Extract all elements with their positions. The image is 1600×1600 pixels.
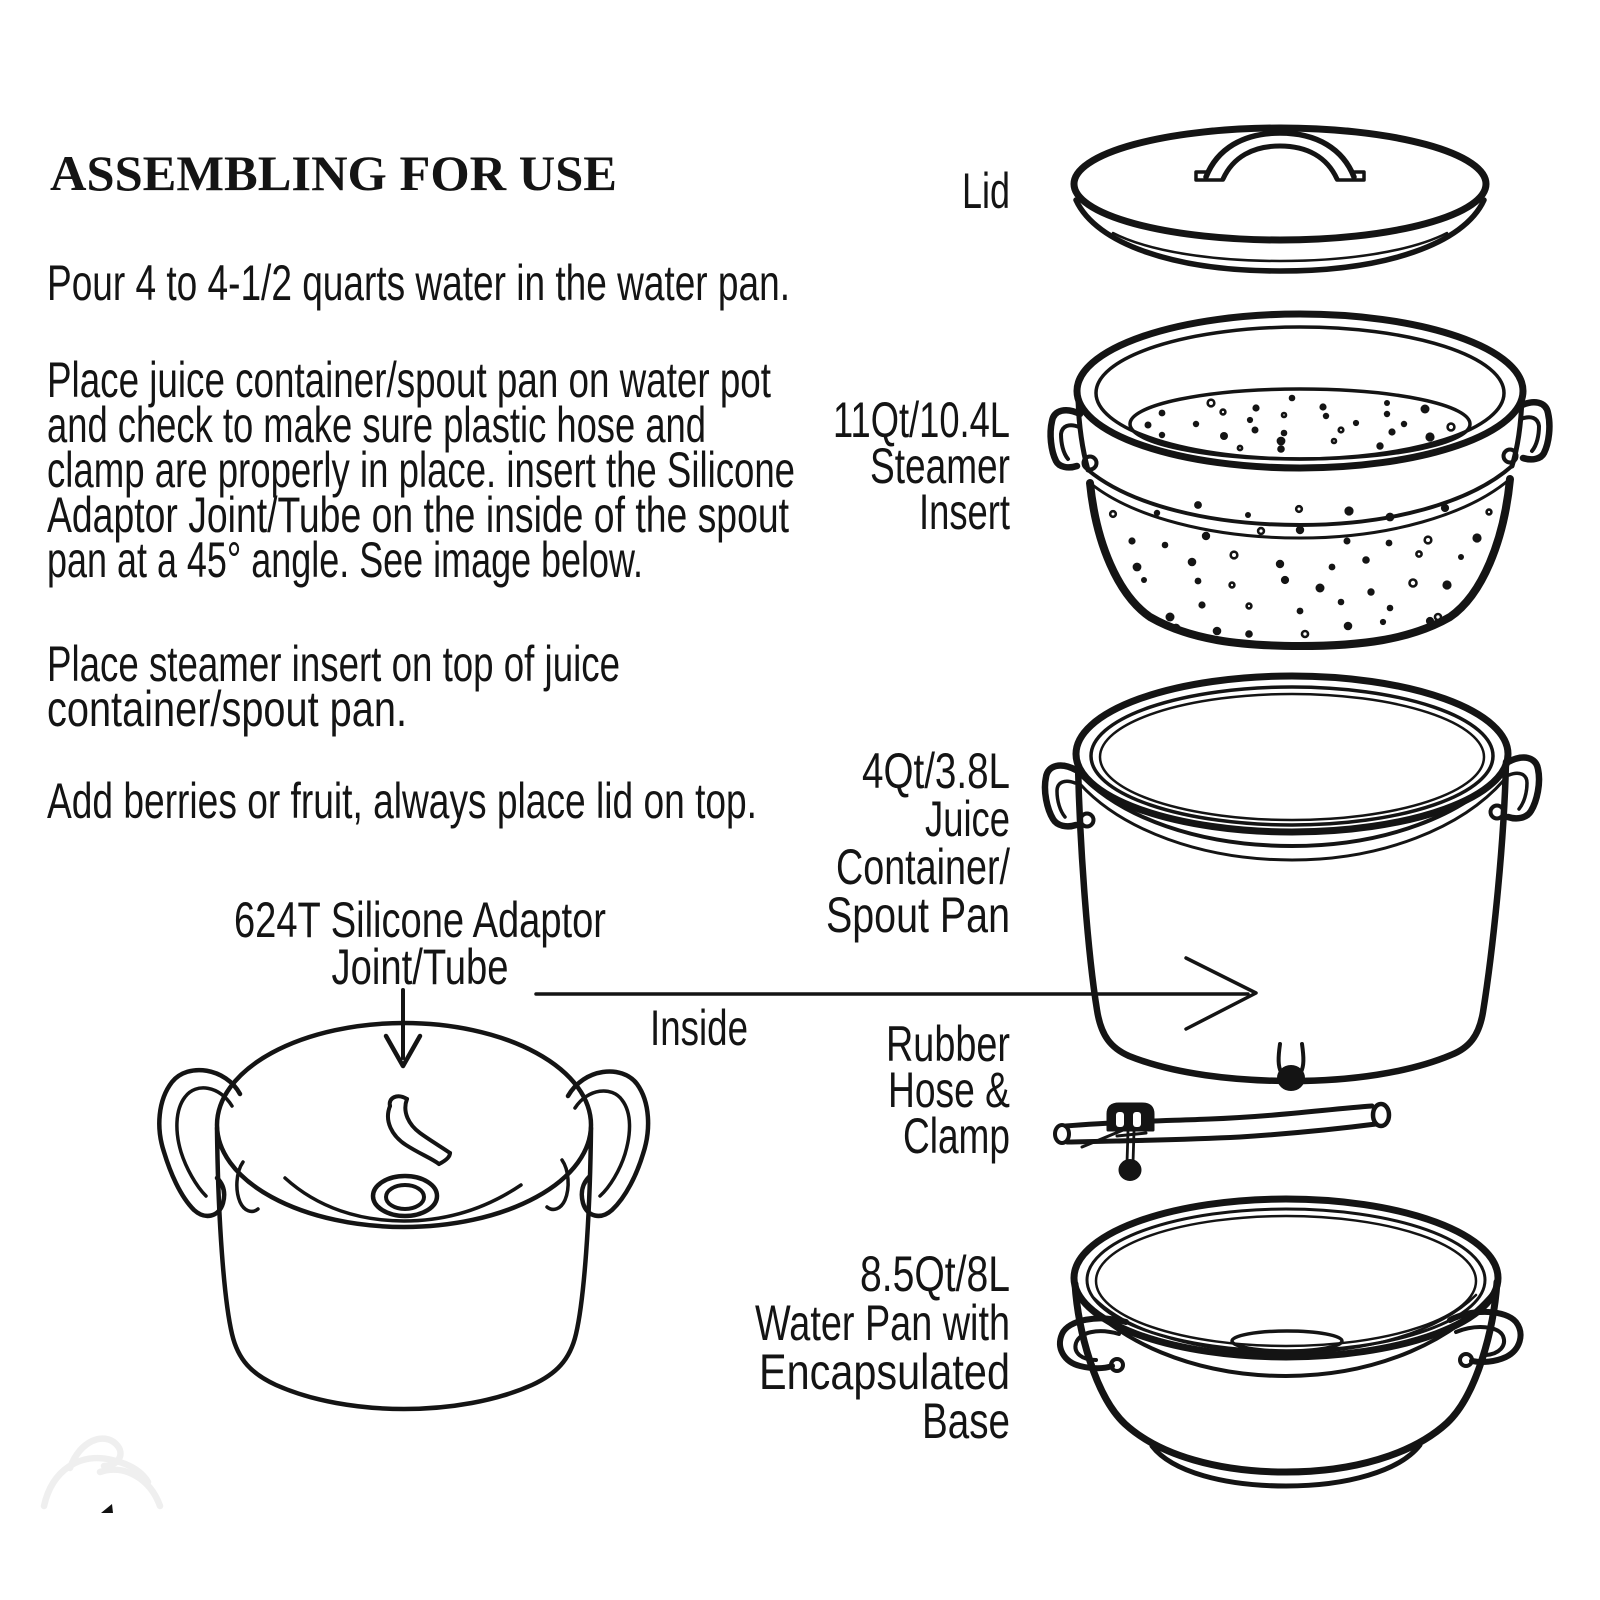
svg-text:Container/: Container/ [836, 839, 1010, 895]
svg-text:Clamp: Clamp [903, 1108, 1010, 1164]
svg-text:8.5Qt/8L: 8.5Qt/8L [860, 1246, 1010, 1302]
svg-text:Encapsulated: Encapsulated [759, 1344, 1010, 1400]
svg-text:clamp are properly in place. i: clamp are properly in place. insert the … [47, 442, 795, 498]
svg-text:Pour 4 to 4-1/2 quarts water i: Pour 4 to 4-1/2 quarts water in the wate… [47, 255, 790, 311]
svg-text:Inside: Inside [650, 1000, 748, 1056]
svg-text:Water Pan with: Water Pan with [755, 1295, 1010, 1351]
svg-text:624T Silicone Adaptor: 624T Silicone Adaptor [234, 892, 606, 948]
svg-text:Hose &: Hose & [888, 1062, 1010, 1118]
svg-text:ASSEMBLING FOR USE: ASSEMBLING FOR USE [50, 145, 617, 201]
svg-text:Rubber: Rubber [886, 1016, 1010, 1072]
svg-text:and check to make sure plastic: and check to make sure plastic hose and [47, 397, 706, 453]
svg-text:Juice: Juice [925, 791, 1010, 847]
svg-text:Lid: Lid [962, 163, 1010, 219]
svg-text:Insert: Insert [919, 484, 1010, 540]
svg-text:Adaptor Joint/Tube on the ins: Adaptor Joint/Tube on the inside of the … [47, 487, 789, 543]
svg-text:Place juice container/spout pa: Place juice container/spout pan on water… [47, 352, 771, 408]
svg-text:11Qt/10.4L: 11Qt/10.4L [833, 392, 1010, 448]
svg-text:4Qt/3.8L: 4Qt/3.8L [862, 743, 1010, 799]
svg-text:Add berries or fruit, always p: Add berries or fruit, always place lid o… [47, 773, 757, 829]
svg-text:Joint/Tube: Joint/Tube [332, 939, 509, 995]
svg-text:Steamer: Steamer [870, 438, 1010, 494]
svg-text:pan at a 45° angle. See image: pan at a 45° angle. See image below. [47, 532, 643, 588]
svg-text:Base: Base [922, 1393, 1010, 1449]
svg-text:Place steamer insert on top of: Place steamer insert on top of juice [47, 636, 620, 692]
svg-text:container/spout pan.: container/spout pan. [47, 681, 407, 737]
svg-text:Spout Pan: Spout Pan [826, 887, 1010, 943]
